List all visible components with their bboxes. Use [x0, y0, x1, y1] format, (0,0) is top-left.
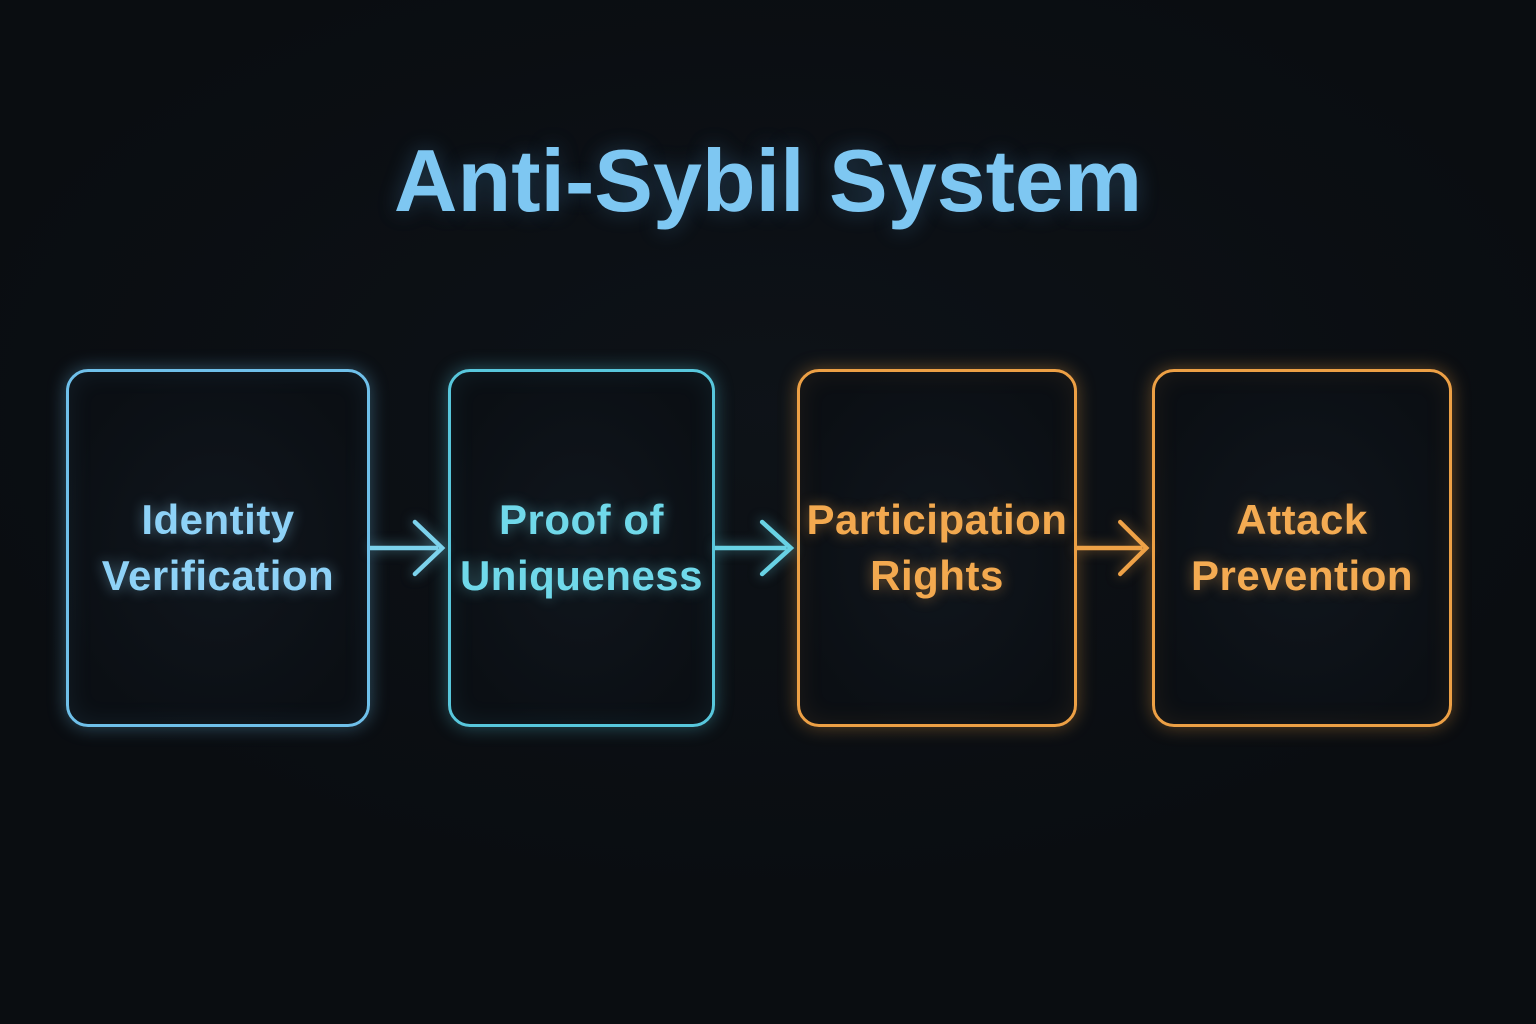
node-label-line: Proof of [499, 496, 664, 544]
node-label-identity-verification: Identity Verification [102, 492, 334, 604]
arrow-identity-to-proof [370, 369, 448, 727]
arrow-participation-to-attack [1077, 369, 1152, 727]
arrow-right-icon [1077, 519, 1150, 577]
node-participation-rights: Participation Rights [797, 369, 1077, 727]
node-label-participation-rights: Participation Rights [807, 492, 1068, 604]
flow-row: Identity Verification Proof of Uniquenes… [66, 369, 1452, 727]
node-label-proof-of-uniqueness: Proof of Uniqueness [460, 492, 703, 604]
node-label-attack-prevention: Attack Prevention [1191, 492, 1413, 604]
node-label-line: Uniqueness [459, 552, 704, 599]
arrow-proof-to-participation [715, 369, 797, 727]
node-proof-of-uniqueness: Proof of Uniqueness [448, 369, 715, 727]
arrow-right-icon [715, 519, 795, 577]
node-label-line: Participation [806, 496, 1068, 544]
node-label-line: Rights [870, 552, 1004, 599]
node-label-line: Prevention [1190, 552, 1414, 599]
arrow-right-icon [370, 519, 446, 577]
node-attack-prevention: Attack Prevention [1152, 369, 1452, 727]
node-identity-verification: Identity Verification [66, 369, 370, 727]
node-label-line: Attack [1236, 496, 1368, 544]
node-label-line: Verification [101, 552, 335, 599]
diagram-title: Anti-Sybil System [393, 131, 1143, 230]
node-label-line: Identity [141, 496, 295, 544]
